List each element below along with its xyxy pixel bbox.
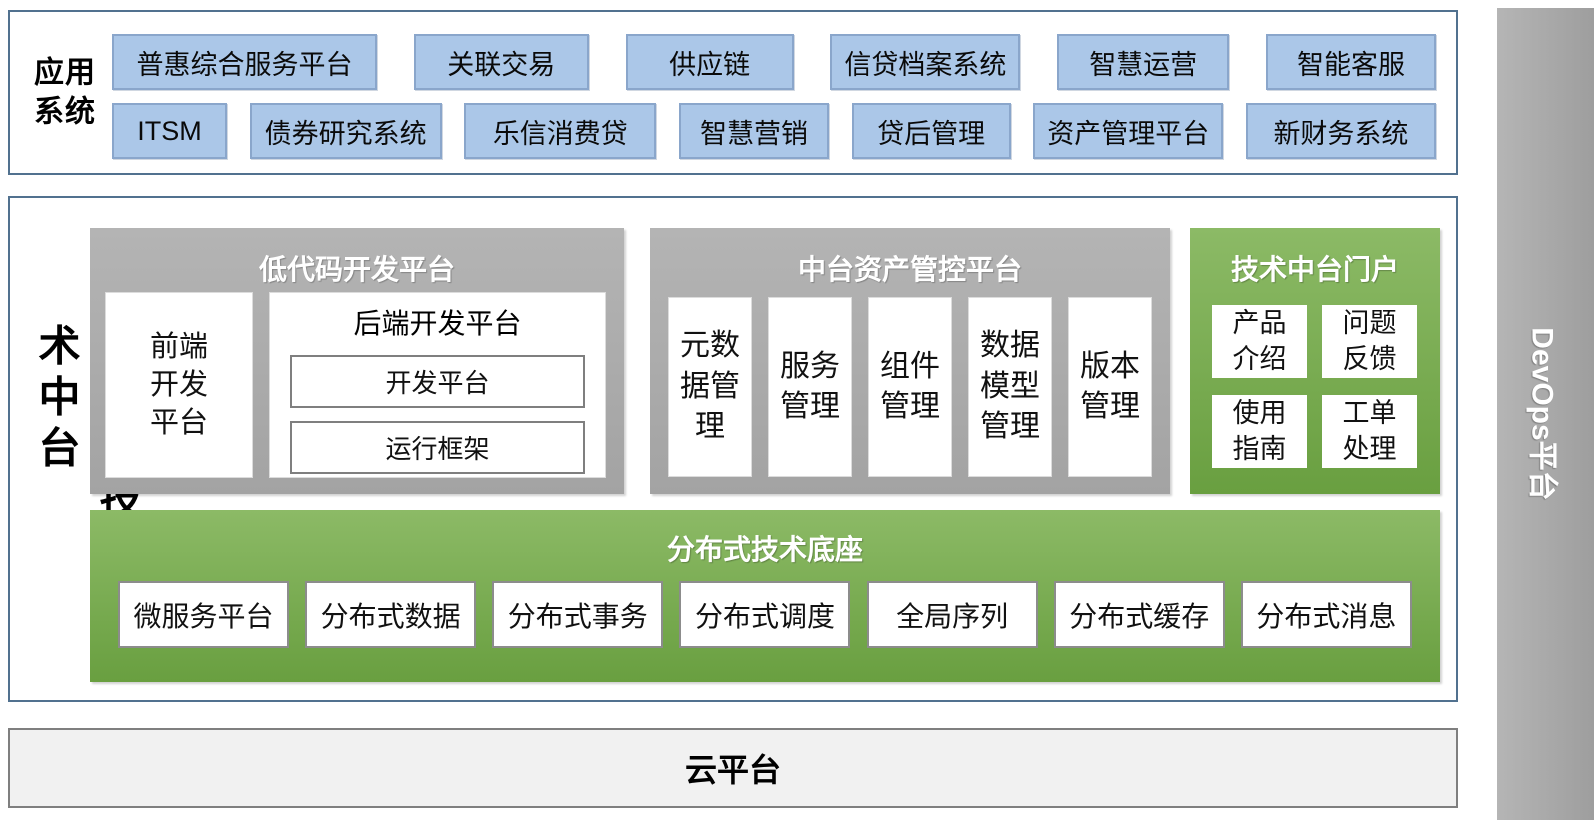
runtime-framework-subbox: 运行框架 [290,421,585,474]
lowcode-platform-body: 前端 开发 平台 后端开发平台 开发平台 运行框架 [105,292,606,478]
distributed-tech-panel: 分布式技术中台 低代码开发平台 前端 开发 平台 后端开发平台 开发平台 运行框… [8,196,1458,702]
cloud-platform-label: 云平台 [684,752,781,788]
app-box-smart-operations: 智慧运营 [1057,34,1230,90]
distributed-message-box: 分布式消息 [1240,581,1412,648]
app-box-smart-customer-service: 智能客服 [1265,34,1436,90]
backend-dev-platform-title: 后端开发平台 [353,308,522,339]
tech-portal-container: 技术中台门户 产品介绍 问题反馈 使用指南 工单处理 [1190,228,1440,494]
app-box-post-loan-management: 贷后管理 [851,103,1011,159]
app-box-supply-chain: 供应链 [625,34,794,90]
product-intro-box: 产品介绍 [1212,305,1307,378]
distributed-scheduling-box: 分布式调度 [679,581,851,648]
tech-portal-title: 技术中台门户 [1230,254,1399,285]
app-box-smart-marketing: 智慧营销 [678,103,829,159]
app-systems-row-2: ITSM 债券研究系统 乐信消费贷 智慧营销 贷后管理 资产管理平台 新财务系统 [112,103,1436,159]
distributed-base-title: 分布式技术底座 [666,534,863,565]
backend-dev-platform-box: 后端开发平台 开发平台 运行框架 [269,292,606,478]
distributed-base-row: 微服务平台 分布式数据 分布式事务 分布式调度 全局序列 分布式缓存 分布式消息 [118,581,1412,648]
ticket-handling-box: 工单处理 [1322,395,1417,468]
devops-platform-label: DevOps平台 [1525,327,1559,501]
app-box-related-transactions: 关联交易 [413,34,589,90]
app-box-new-finance-system: 新财务系统 [1245,103,1436,159]
app-systems-rows: 普惠综合服务平台 关联交易 供应链 信贷档案系统 智慧运营 智能客服 ITSM … [112,34,1436,159]
distributed-data-box: 分布式数据 [305,581,477,648]
app-box-puhui-service-platform: 普惠综合服务平台 [112,34,377,90]
app-systems-panel: 应用 系统 普惠综合服务平台 关联交易 供应链 信贷档案系统 智慧运营 智能客服… [8,10,1458,175]
cloud-platform-bar: 云平台 [8,728,1458,808]
app-box-itsm: ITSM [112,103,227,159]
lowcode-platform-title: 低代码开发平台 [258,254,455,285]
asset-control-platform-body: 元数据管理 服务管理 组件管理 数据模型管理 版本管理 [650,297,1170,477]
distributed-cache-box: 分布式缓存 [1053,581,1225,648]
version-management-box: 版本管理 [1068,297,1152,477]
global-sequence-box: 全局序列 [866,581,1038,648]
asset-control-platform-title: 中台资产管控平台 [797,254,1022,285]
tech-portal-grid: 产品介绍 问题反馈 使用指南 工单处理 [1212,305,1417,468]
app-systems-label: 应用 系统 [34,55,96,129]
dev-platform-subbox: 开发平台 [290,355,585,408]
app-box-lexin-consumer-loan: 乐信消费贷 [464,103,657,159]
metadata-management-box: 元数据管理 [668,297,752,477]
app-box-asset-management-platform: 资产管理平台 [1033,103,1224,159]
distributed-base-container: 分布式技术底座 微服务平台 分布式数据 分布式事务 分布式调度 全局序列 分布式… [90,510,1440,682]
devops-platform-bar: DevOps平台 [1497,8,1594,820]
app-systems-row-1: 普惠综合服务平台 关联交易 供应链 信贷档案系统 智慧运营 智能客服 [112,34,1436,90]
component-management-box: 组件管理 [868,297,952,477]
app-box-bond-research-system: 债券研究系统 [249,103,442,159]
app-box-credit-archive-system: 信贷档案系统 [830,34,1021,90]
frontend-dev-platform-box: 前端 开发 平台 [105,292,253,478]
distributed-transaction-box: 分布式事务 [492,581,664,648]
microservice-platform-box: 微服务平台 [118,581,289,648]
service-management-box: 服务管理 [768,297,852,477]
data-model-management-box: 数据模型管理 [968,297,1052,477]
lowcode-platform-container: 低代码开发平台 前端 开发 平台 后端开发平台 开发平台 运行框架 [90,228,624,494]
asset-control-platform-container: 中台资产管控平台 元数据管理 服务管理 组件管理 数据模型管理 版本管理 [650,228,1170,494]
issue-feedback-box: 问题反馈 [1322,305,1417,378]
user-guide-box: 使用指南 [1212,395,1307,468]
